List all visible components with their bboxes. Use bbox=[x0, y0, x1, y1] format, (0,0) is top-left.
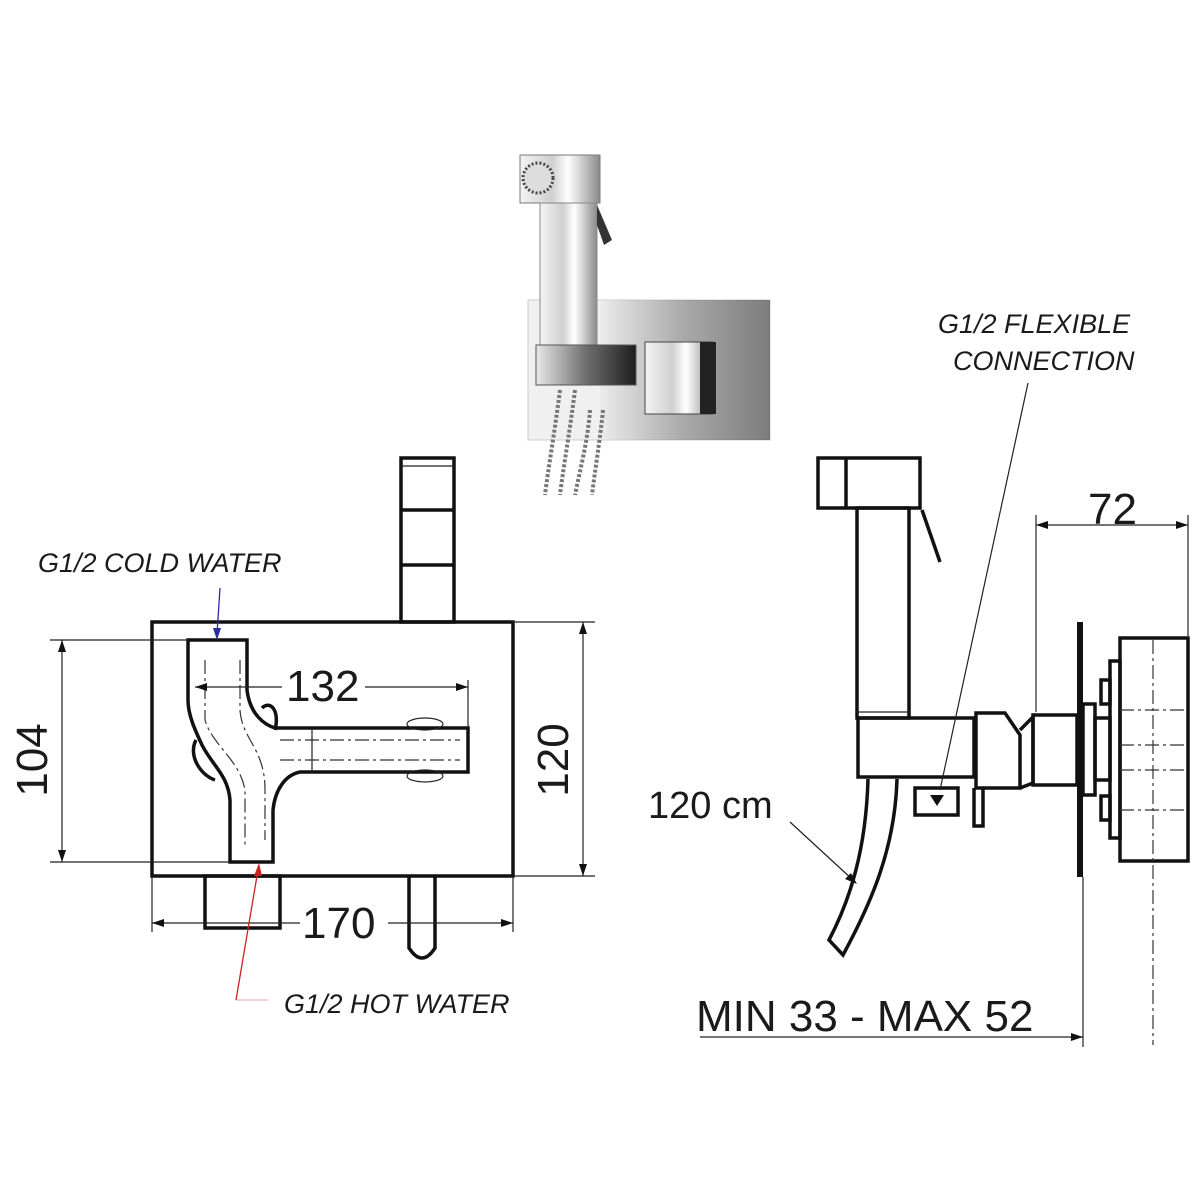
cold-water-label: G1/2 COLD WATER bbox=[38, 548, 282, 578]
hot-water-label: G1/2 HOT WATER bbox=[284, 989, 510, 1019]
side-view bbox=[700, 382, 1190, 1047]
dimension-120: 120 bbox=[529, 723, 578, 797]
dimension-132: 132 bbox=[286, 662, 360, 711]
flexible-connection-label-2: CONNECTION bbox=[953, 346, 1135, 376]
hot-water-arrow bbox=[235, 869, 259, 1001]
dimension-170: 170 bbox=[302, 899, 376, 948]
dimension-104: 104 bbox=[8, 723, 57, 797]
product-photo bbox=[519, 154, 771, 496]
cold-water-arrow bbox=[216, 587, 221, 635]
dimension-72: 72 bbox=[1088, 485, 1137, 534]
wall-depth-label: MIN 33 - MAX 52 bbox=[696, 992, 1034, 1041]
hose-length-label: 120 cm bbox=[648, 785, 773, 827]
front-view bbox=[50, 456, 595, 1001]
flexible-connection-label-1: G1/2 FLEXIBLE bbox=[938, 309, 1131, 339]
